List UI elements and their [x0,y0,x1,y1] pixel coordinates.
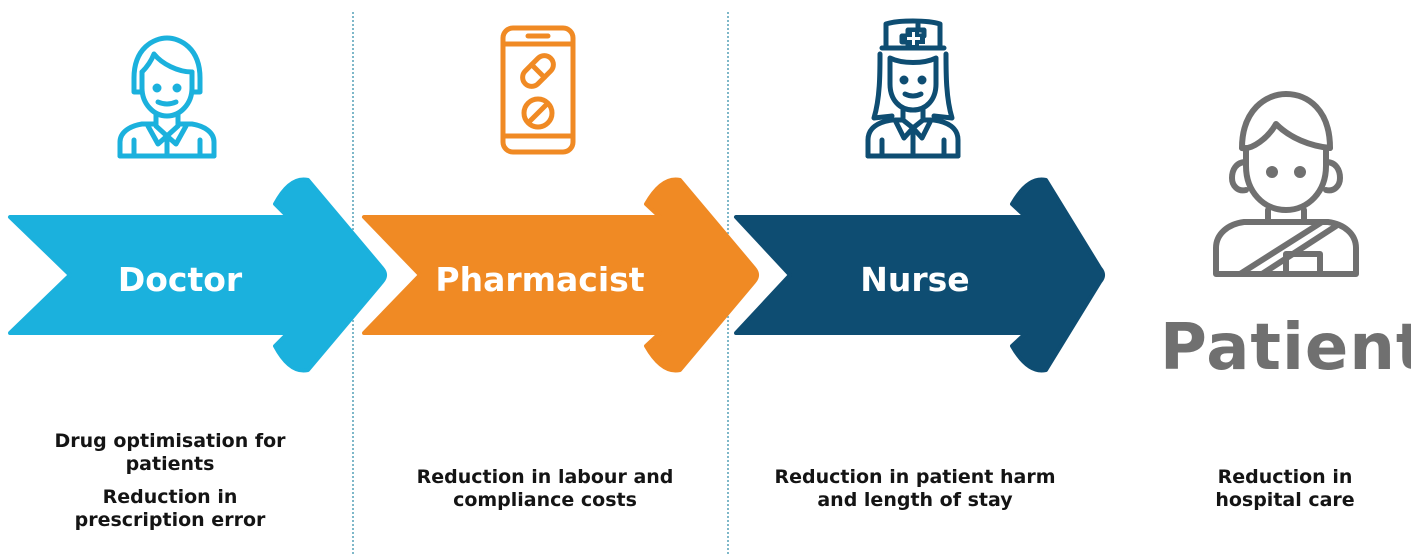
arrow-flow [8,177,1105,373]
nurse-benefits: Reduction in patient harm and length of … [760,466,1070,522]
doctor-benefits: Drug optimisation for patients Reduction… [40,430,300,542]
doctor-benefit-2: Reduction in prescription error [74,486,266,531]
pharmacist-label: Pharmacist [435,260,645,299]
pharmacist-arrow [362,177,759,373]
doctor-arrow [8,177,387,373]
pill-phone-icon [500,25,576,155]
patient-label: Patient [1160,311,1411,385]
patient-sling-icon [1213,91,1359,277]
doctor-icon [117,35,217,159]
nurse-benefit-1: Reduction in patient harm and length of … [774,466,1056,511]
nurse-label: Nurse [860,260,970,299]
nurse-arrow [734,177,1105,373]
patient-benefits: Reduction in hospital care [1185,466,1385,522]
pharmacist-benefit-1: Reduction in labour and compliance costs [416,466,674,511]
patient-benefit-1: Reduction in hospital care [1215,466,1355,511]
doctor-label: Doctor [117,260,243,299]
nurse-icon [865,18,961,159]
pharmacist-benefits: Reduction in labour and compliance costs [400,466,690,522]
doctor-benefit-1: Drug optimisation for patients [54,430,286,475]
